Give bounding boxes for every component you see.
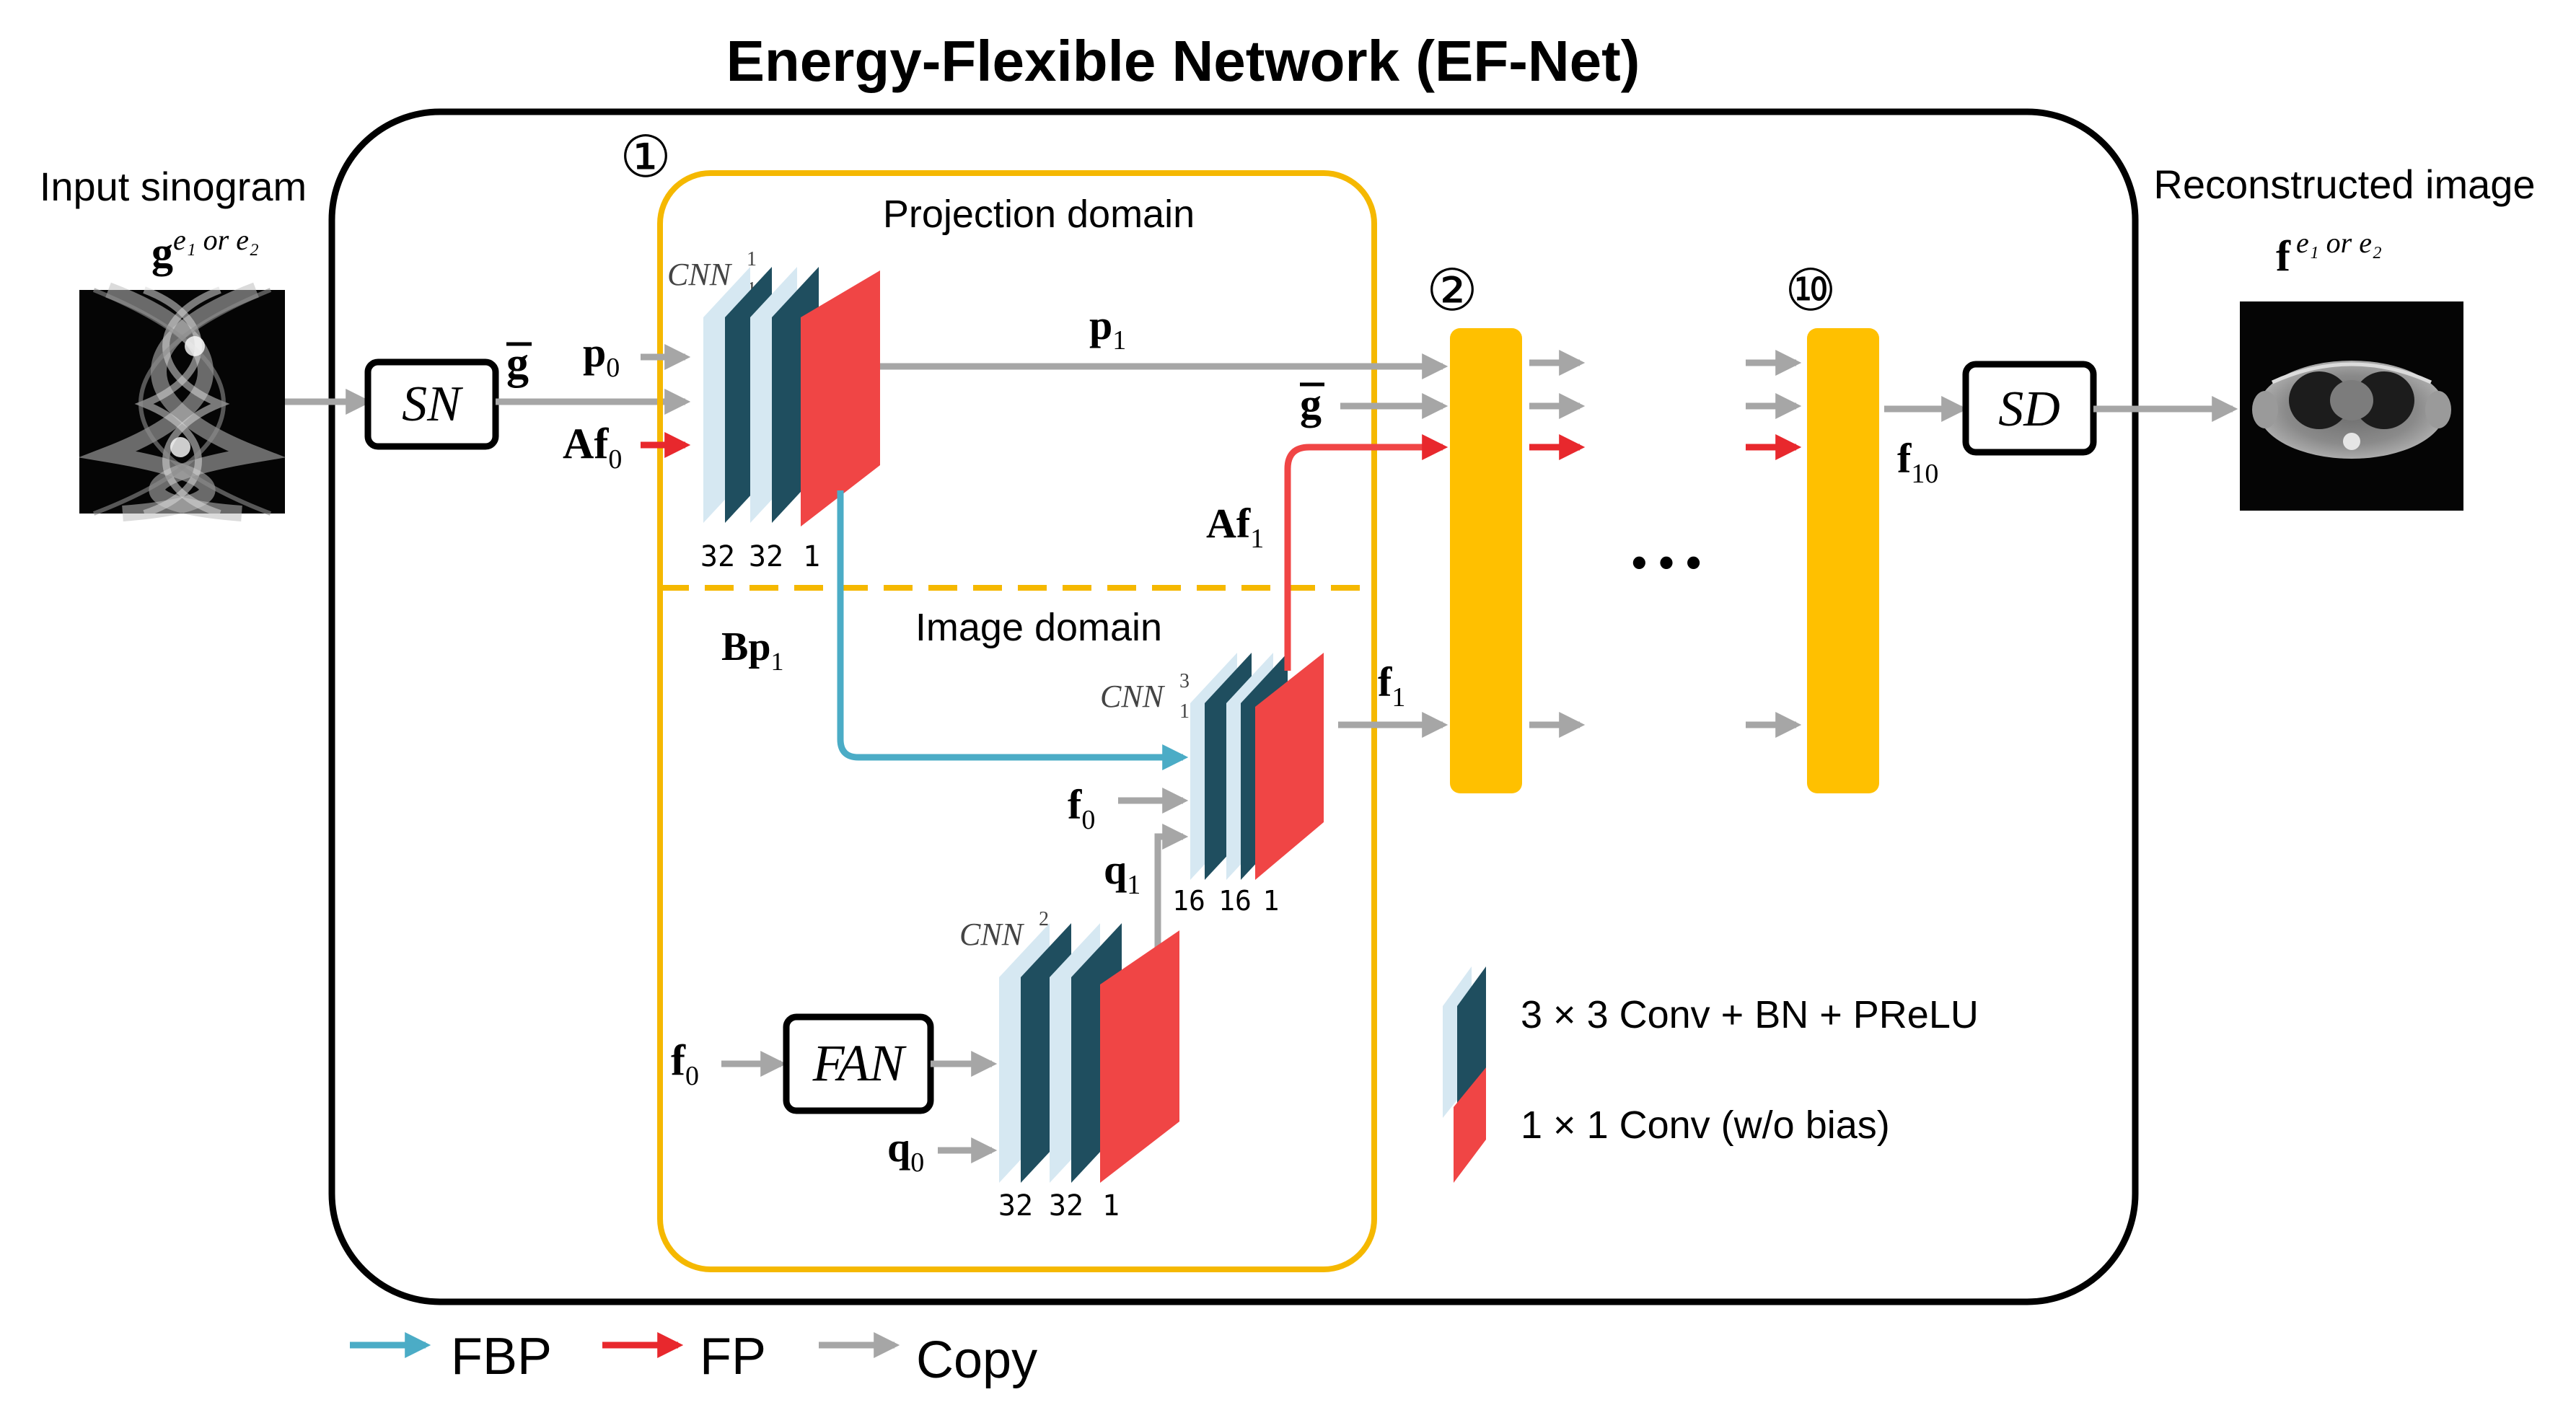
cnn2-ch-3: 1	[1102, 1189, 1120, 1222]
output-symbol: f e₁ or e₂	[2276, 226, 2382, 280]
stage10-block	[1807, 328, 1879, 793]
cnn3-ch-3: 1	[1263, 885, 1280, 917]
stage1-domain-box	[657, 170, 1377, 1272]
cnn1-ch-1: 32	[700, 540, 735, 573]
legend-conv3: 3 × 3 Conv + BN + PReLU	[1443, 966, 1979, 1118]
legend-fp-label: FP	[700, 1328, 766, 1385]
f0b-label: f0	[671, 1036, 699, 1091]
diagram-title: Energy-Flexible Network (EF-Net)	[726, 29, 1640, 93]
image-domain-label: Image domain	[915, 606, 1162, 649]
cnn1-name: CNN	[667, 257, 733, 292]
gbar-label: g	[506, 339, 532, 388]
arrow-af1-fp	[1284, 434, 1449, 671]
cnn1-ch-3: 1	[803, 540, 820, 573]
network-frame	[328, 108, 2139, 1305]
q1-label: q1	[1104, 846, 1140, 900]
gbar-symbol: g	[506, 339, 529, 388]
cnn1-layer-3-red	[801, 270, 880, 527]
stage2-block	[1450, 328, 1522, 793]
stage-number-10: ⑩	[1785, 258, 1837, 322]
cnn1-stack: CNN 1 1 32 32 1	[667, 248, 880, 573]
p0-label: p0	[583, 329, 620, 383]
cnn2-layer-3-red	[1100, 930, 1179, 1183]
q0-label: q0	[887, 1124, 924, 1178]
legend-fbp-label: FBP	[451, 1328, 552, 1385]
cnn1-sup: 1	[747, 248, 757, 270]
f10-label: f10	[1897, 435, 1938, 489]
p1-label: p1	[1089, 301, 1126, 356]
legend-fp: FP	[602, 1328, 766, 1385]
f1-label: f1	[1378, 658, 1405, 713]
cnn2-stack: CNN 2 1 32 32 1	[959, 908, 1179, 1222]
gbar2-symbol: g	[1300, 380, 1322, 428]
cnn1-ch-2: 32	[749, 540, 783, 573]
stage-number-1: ①	[620, 125, 672, 189]
fan-label: FAN	[812, 1034, 907, 1092]
f0a-label: f0	[1068, 781, 1095, 835]
cnn3-sup: 3	[1179, 670, 1190, 692]
input-symbol-base: g	[151, 229, 173, 276]
stages-ellipsis: • • •	[1632, 538, 1701, 586]
legend-fbp: FBP	[350, 1328, 552, 1385]
cnn2-ch-2: 32	[1049, 1189, 1083, 1222]
cnn3-stack: CNN 3 1 16 16 1	[1100, 653, 1324, 917]
cnn2-name: CNN	[959, 917, 1025, 952]
cnn3-layer-3-red	[1255, 653, 1324, 880]
legend-copy-label: Copy	[916, 1331, 1037, 1389]
bp1-label: Bp1	[721, 625, 784, 676]
input-symbol: g e₁ or e₂	[151, 224, 259, 276]
sn-label: SN	[402, 376, 463, 432]
arrow-bp1-fbp	[837, 490, 1189, 770]
legend-conv1: 1 × 1 Conv (w/o bias)	[1454, 1067, 1890, 1183]
af0-label: Af0	[563, 420, 622, 475]
input-sinogram-image	[78, 282, 286, 521]
cnn3-ch-2: 16	[1218, 885, 1252, 917]
projection-domain-label: Projection domain	[883, 193, 1195, 236]
cnn3-ch-1: 16	[1172, 885, 1205, 917]
arrow-q1	[1154, 824, 1189, 952]
legend-conv1-label: 1 × 1 Conv (w/o bias)	[1521, 1103, 1890, 1147]
gbar2-label: g	[1300, 380, 1324, 428]
af1-label: Af1	[1206, 500, 1264, 554]
sd-label: SD	[1998, 382, 2060, 437]
output-label: Reconstructed image	[2153, 162, 2535, 207]
output-symbol-superscript: e₁ or e₂	[2296, 226, 2382, 259]
input-symbol-superscript: e₁ or e₂	[173, 224, 259, 256]
legend-conv1-red	[1454, 1067, 1486, 1183]
input-label: Input sinogram	[40, 164, 307, 209]
legend-conv3-label: 3 × 3 Conv + BN + PReLU	[1521, 993, 1979, 1036]
cnn3-name: CNN	[1100, 679, 1166, 714]
legend-copy: Copy	[819, 1331, 1037, 1389]
stage-number-2: ②	[1426, 258, 1478, 322]
output-ct-image	[2240, 301, 2463, 511]
cnn2-ch-1: 32	[998, 1189, 1033, 1222]
cnn2-sup: 2	[1039, 908, 1049, 930]
output-symbol-base: f	[2276, 232, 2291, 280]
cnn3-sub: 1	[1179, 700, 1190, 723]
